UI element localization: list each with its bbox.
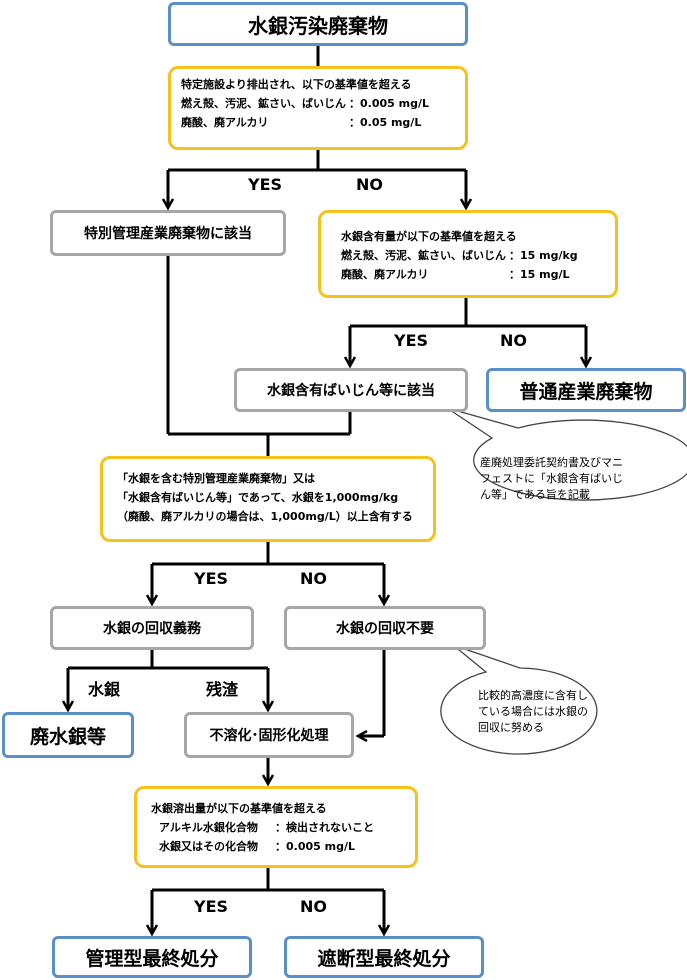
- bubble1-text: 産廃処理委託契約書及びマニフェストに「水銀含有ばいじん等」である旨を記載: [480, 456, 623, 501]
- bubble1-shape: [446, 407, 687, 501]
- special-waste-box: 特別管理産業廃棄物に該当: [50, 210, 286, 256]
- criteria-1-row-value: ：0.05 mg/L: [349, 116, 422, 129]
- waste-mercury-box: 廃水銀等: [2, 712, 134, 758]
- isolated-disposal-text: 遮断型最終処分: [317, 947, 451, 970]
- criteria-2-row: 燃え殻、汚泥、鉱さい、ばいじん ：15 mg/kg: [341, 246, 605, 265]
- criteria-1-row-label: 燃え殻、汚泥、鉱さい、ばいじん: [181, 97, 346, 110]
- criteria-1-heading: 特定施設より排出され、以下の基準値を超える: [181, 78, 412, 91]
- criteria-4-row-label: アルキル水銀化合物: [159, 821, 258, 834]
- solidification-text: 不溶化･固形化処理: [209, 728, 329, 744]
- bubble2-text: 比較的高濃度に含有している場合には水銀の回収に努める: [478, 689, 588, 734]
- branch5-yes-label: YES: [194, 897, 229, 916]
- criteria-2-row: 廃酸、廃アルカリ ：15 mg/L: [341, 265, 605, 284]
- criteria-1-row-label: 廃酸、廃アルカリ: [181, 116, 269, 129]
- criteria-4-row: アルキル水銀化合物 ：検出されないこと: [151, 818, 405, 837]
- special-waste-text: 特別管理産業廃棄物に該当: [84, 226, 252, 242]
- criteria-4-row: 水銀又はその化合物 ：0.005 mg/L: [151, 837, 405, 856]
- title-box: 水銀汚染廃棄物: [168, 2, 468, 46]
- criteria-box-1: 特定施設より排出され、以下の基準値を超える 燃え殻、汚泥、鉱さい、ばいじん ：0…: [168, 66, 468, 150]
- branch3-no-label: NO: [300, 569, 327, 588]
- criteria-2-row-value: ：15 mg/kg: [509, 249, 578, 262]
- criteria-box-4: 水銀溶出量が以下の基準値を超える アルキル水銀化合物 ：検出されないこと 水銀又…: [134, 786, 418, 868]
- recovery-not-required-box: 水銀の回収不要: [284, 606, 486, 650]
- criteria-4-row-value: ：検出されないこと: [275, 821, 374, 834]
- managed-disposal-box: 管理型最終処分: [52, 936, 252, 978]
- criteria-2-row-label: 燃え殻、汚泥、鉱さい、ばいじん: [341, 249, 506, 262]
- waste-mercury-text: 廃水銀等: [29, 725, 106, 748]
- branch1-yes-label: YES: [248, 175, 283, 194]
- criteria-4-heading: 水銀溶出量が以下の基準値を超える: [151, 802, 327, 815]
- criteria-1-row: 廃酸、廃アルカリ ：0.05 mg/L: [181, 113, 455, 132]
- branch1-no-label: NO: [356, 175, 383, 194]
- branch2-yes-label: YES: [394, 331, 429, 350]
- title-text: 水銀汚染廃棄物: [248, 13, 388, 38]
- normal-waste-box: 普通産業廃棄物: [486, 368, 686, 412]
- branch4-residue-label: 残渣: [206, 680, 239, 699]
- mercury-dust-text: 水銀含有ばいじん等に該当: [267, 383, 435, 399]
- mercury-dust-box: 水銀含有ばいじん等に該当: [234, 368, 468, 412]
- criteria-2-row-value: ：15 mg/L: [509, 268, 570, 281]
- criteria-1-row: 燃え殻、汚泥、鉱さい、ばいじん ：0.005 mg/L: [181, 94, 455, 113]
- bubble2-shape: [440, 644, 598, 755]
- criteria-4-row-label: 水銀又はその化合物: [159, 840, 258, 853]
- criteria-1-row-value: ：0.005 mg/L: [349, 97, 429, 110]
- criteria-3-line: 「水銀含有ばいじん等」であって、水銀を1,000mg/kg: [117, 491, 399, 504]
- branch5-no-label: NO: [300, 897, 327, 916]
- criteria-2-row-label: 廃酸、廃アルカリ: [341, 268, 429, 281]
- branch3-yes-label: YES: [194, 569, 229, 588]
- normal-waste-text: 普通産業廃棄物: [519, 380, 653, 403]
- recovery-required-box: 水銀の回収義務: [50, 606, 254, 650]
- criteria-3-line: 「水銀を含む特別管理産業廃棄物」又は: [117, 472, 315, 485]
- solidification-box: 不溶化･固形化処理: [184, 712, 354, 758]
- criteria-2-heading: 水銀含有量が以下の基準値を超える: [341, 230, 517, 243]
- isolated-disposal-box: 遮断型最終処分: [284, 936, 484, 978]
- recovery-required-text: 水銀の回収義務: [103, 621, 201, 637]
- recovery-not-required-text: 水銀の回収不要: [336, 621, 434, 637]
- criteria-4-row-value: ：0.005 mg/L: [275, 840, 355, 853]
- branch2-no-label: NO: [500, 331, 527, 350]
- criteria-box-2: 水銀含有量が以下の基準値を超える 燃え殻、汚泥、鉱さい、ばいじん ：15 mg/…: [318, 210, 618, 298]
- criteria-box-3: 「水銀を含む特別管理産業廃棄物」又は 「水銀含有ばいじん等」であって、水銀を1,…: [100, 456, 436, 542]
- managed-disposal-text: 管理型最終処分: [85, 947, 219, 970]
- criteria-3-line: （廃酸、廃アルカリの場合は、1,000mg/L）以上含有する: [117, 510, 413, 523]
- branch4-mercury-label: 水銀: [88, 680, 121, 699]
